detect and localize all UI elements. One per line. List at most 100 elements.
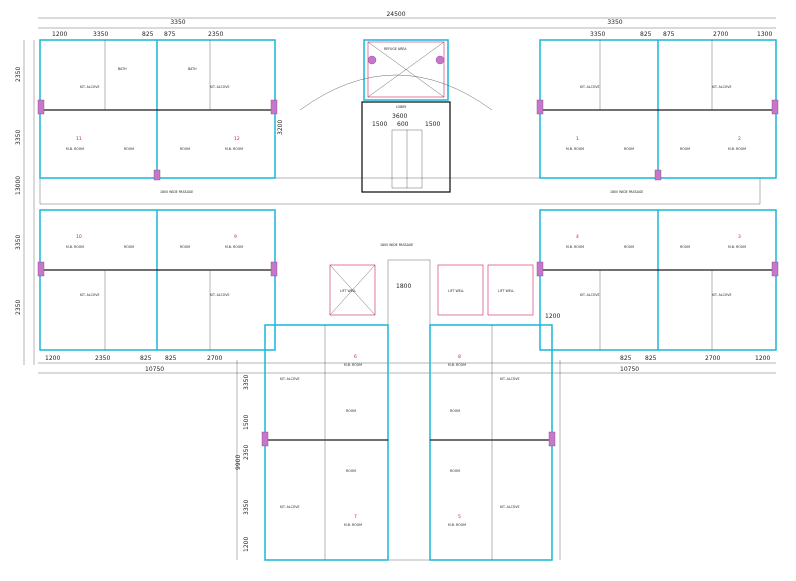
- lower-side-dimensions: 3350 1500 2350 9900 3350 1200: [235, 375, 250, 552]
- svg-text:9900: 9900: [235, 455, 242, 470]
- svg-text:875: 875: [663, 31, 675, 38]
- room-label: M.B. ROOM: [448, 363, 466, 367]
- dim-top-total: 24500: [386, 11, 405, 18]
- svg-text:2700: 2700: [207, 355, 222, 362]
- left-dimension-column: 2350 3350 13000 3350 2350: [15, 67, 22, 315]
- dimension-lines: [23, 17, 776, 560]
- svg-text:1200: 1200: [545, 313, 560, 320]
- flat-number: 10: [76, 234, 82, 240]
- kit-alcove-label: KIT. ALCOVE: [500, 505, 519, 509]
- svg-text:825: 825: [640, 31, 652, 38]
- center-passage-label: 1800 WIDE PASSAGE: [380, 243, 413, 247]
- flat-number: 4: [576, 234, 579, 240]
- svg-text:1200: 1200: [755, 355, 770, 362]
- svg-text:2350: 2350: [15, 300, 22, 315]
- dim-top-right: 3350: [607, 19, 622, 26]
- upper-right-passage-label: 1800 WIDE PASSAGE: [610, 190, 643, 194]
- flat-number: 1: [576, 136, 579, 142]
- svg-text:600: 600: [397, 121, 409, 128]
- room-label: ROOM: [180, 147, 190, 151]
- room-label: ROOM: [124, 147, 134, 151]
- kit-alcove-label: KIT. ALCOVE: [280, 505, 299, 509]
- svg-text:3350: 3350: [243, 375, 250, 390]
- flat-number: 5: [458, 514, 461, 520]
- svg-text:825: 825: [165, 355, 177, 362]
- bath-label: BATH: [118, 67, 127, 71]
- svg-text:1500: 1500: [243, 415, 250, 430]
- svg-text:1200: 1200: [45, 355, 60, 362]
- middle-right-block: [536, 209, 779, 351]
- svg-text:875: 875: [164, 31, 176, 38]
- flat-number: 12: [234, 136, 240, 142]
- svg-text:2350: 2350: [95, 355, 110, 362]
- core-dimensions: 1500 600 1500 3600 1800 3200 1200: [277, 113, 560, 320]
- room-label: ROOM: [624, 147, 634, 151]
- lobby-label: LOBBY: [396, 105, 406, 109]
- svg-text:1200: 1200: [243, 537, 250, 552]
- svg-text:3350: 3350: [15, 130, 22, 145]
- flat-number: 2: [738, 136, 741, 142]
- room-label: ROOM: [346, 409, 356, 413]
- svg-text:3200: 3200: [277, 120, 284, 135]
- room-label: M.B. ROOM: [344, 523, 362, 527]
- svg-text:3350: 3350: [590, 31, 605, 38]
- bath-label: BATH: [188, 67, 197, 71]
- svg-text:2700: 2700: [705, 355, 720, 362]
- svg-text:2350: 2350: [208, 31, 223, 38]
- kit-alcove-label: KIT. ALCOVE: [210, 293, 229, 297]
- svg-text:1500: 1500: [372, 121, 387, 128]
- svg-text:1800: 1800: [396, 283, 411, 290]
- lift-well-label: LIFT WELL: [340, 289, 356, 293]
- svg-text:825: 825: [620, 355, 632, 362]
- room-label: ROOM: [124, 245, 134, 249]
- stair-core: [299, 39, 493, 193]
- kit-alcove-label: KIT. ALCOVE: [712, 85, 731, 89]
- svg-text:3350: 3350: [243, 500, 250, 515]
- lower-left-wing: [261, 324, 389, 561]
- svg-text:825: 825: [645, 355, 657, 362]
- room-label: ROOM: [450, 469, 460, 473]
- room-label: M.B. ROOM: [344, 363, 362, 367]
- svg-text:3350: 3350: [93, 31, 108, 38]
- room-label: M.B. ROOM: [225, 147, 243, 151]
- svg-text:825: 825: [142, 31, 154, 38]
- kit-alcove-label: KIT. ALCOVE: [280, 377, 299, 381]
- flat-number: 6: [354, 354, 357, 360]
- svg-text:1500: 1500: [425, 121, 440, 128]
- top-dimension-row: 1200 3350 825 875 2350 3350 825 875 2700…: [52, 31, 772, 38]
- svg-text:825: 825: [140, 355, 152, 362]
- kit-alcove-label: KIT. ALCOVE: [580, 85, 599, 89]
- lower-right-wing: [429, 324, 556, 561]
- flat-number: 7: [354, 514, 357, 520]
- room-label: M.B. ROOM: [566, 245, 584, 249]
- refuge-area-label: REFUGE AREA: [384, 47, 407, 51]
- room-label: ROOM: [680, 245, 690, 249]
- upper-left-passage-label: 1800 WIDE PASSAGE: [160, 190, 193, 194]
- lift-wells: [329, 264, 534, 316]
- room-label: M.B. ROOM: [66, 147, 84, 151]
- kit-alcove-label: KIT. ALCOVE: [580, 293, 599, 297]
- svg-text:1300: 1300: [757, 31, 772, 38]
- bottom-dimension-row: 1200 2350 825 825 2700 10750 825 825 270…: [45, 355, 770, 373]
- middle-left-block: [37, 209, 278, 351]
- lift-well-label: LIFT WELL: [448, 289, 464, 293]
- flat-number: 9: [234, 234, 237, 240]
- room-label: M.B. ROOM: [448, 523, 466, 527]
- kit-alcove-label: KIT. ALCOVE: [80, 85, 99, 89]
- kit-alcove-label: KIT. ALCOVE: [80, 293, 99, 297]
- svg-text:3600: 3600: [392, 113, 407, 120]
- svg-text:3350: 3350: [15, 235, 22, 250]
- room-label: ROOM: [624, 245, 634, 249]
- svg-text:13000: 13000: [15, 176, 22, 195]
- lift-well-label: LIFT WELL: [498, 289, 514, 293]
- upper-right-block: [536, 39, 779, 181]
- room-label: M.B. ROOM: [66, 245, 84, 249]
- room-label: M.B. ROOM: [225, 245, 243, 249]
- kit-alcove-label: KIT. ALCOVE: [712, 293, 731, 297]
- flat-number: 11: [76, 136, 82, 142]
- room-label: M.B. ROOM: [566, 147, 584, 151]
- room-label: ROOM: [450, 409, 460, 413]
- svg-text:2350: 2350: [243, 445, 250, 460]
- svg-text:1200: 1200: [52, 31, 67, 38]
